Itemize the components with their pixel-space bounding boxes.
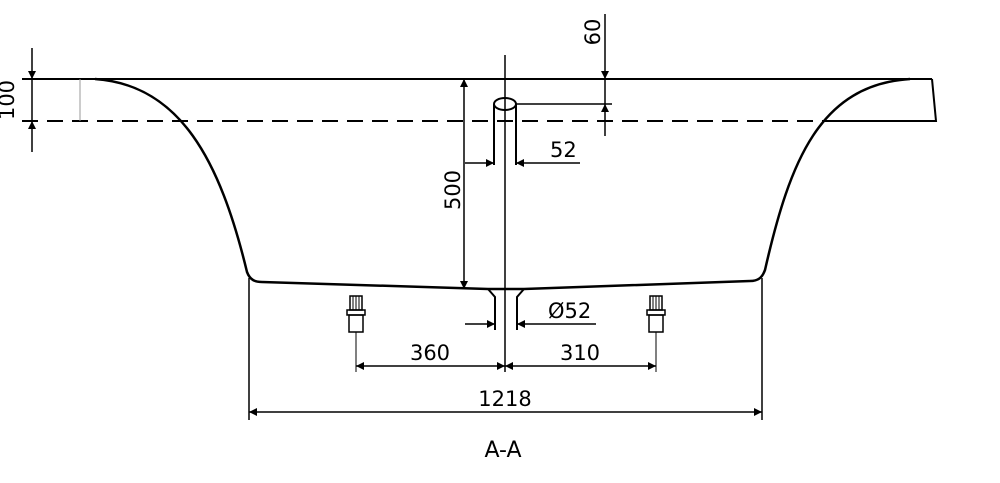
dim-pipe-width: 52	[465, 138, 580, 167]
section-label: A-A	[484, 438, 521, 463]
label-pipe-width: 52	[550, 138, 577, 162]
label-left-foot-distance: 360	[410, 341, 450, 365]
label-top-thickness: 100	[0, 80, 19, 120]
dim-base-width: 1218	[248, 278, 763, 420]
tub-bottom	[261, 279, 751, 291]
dim-depth: 500	[441, 79, 468, 289]
drain-outlet	[487, 288, 525, 330]
label-rim-offset: 60	[581, 19, 605, 46]
dim-top-thickness: 100	[0, 48, 36, 152]
label-depth: 500	[441, 170, 465, 210]
right-foot	[646, 295, 666, 372]
label-right-foot-distance: 310	[560, 341, 600, 365]
left-foot	[346, 295, 366, 372]
right-tub-wall	[749, 77, 911, 283]
left-tub-wall	[94, 77, 263, 284]
label-drain-diameter: Ø52	[548, 299, 591, 323]
rim-right-end	[835, 78, 938, 122]
dim-rim-offset: 60	[516, 14, 612, 136]
label-base-width: 1218	[478, 387, 531, 411]
dim-foot-distances: 360 310	[356, 341, 656, 370]
dim-drain-diameter: Ø52	[465, 299, 596, 328]
